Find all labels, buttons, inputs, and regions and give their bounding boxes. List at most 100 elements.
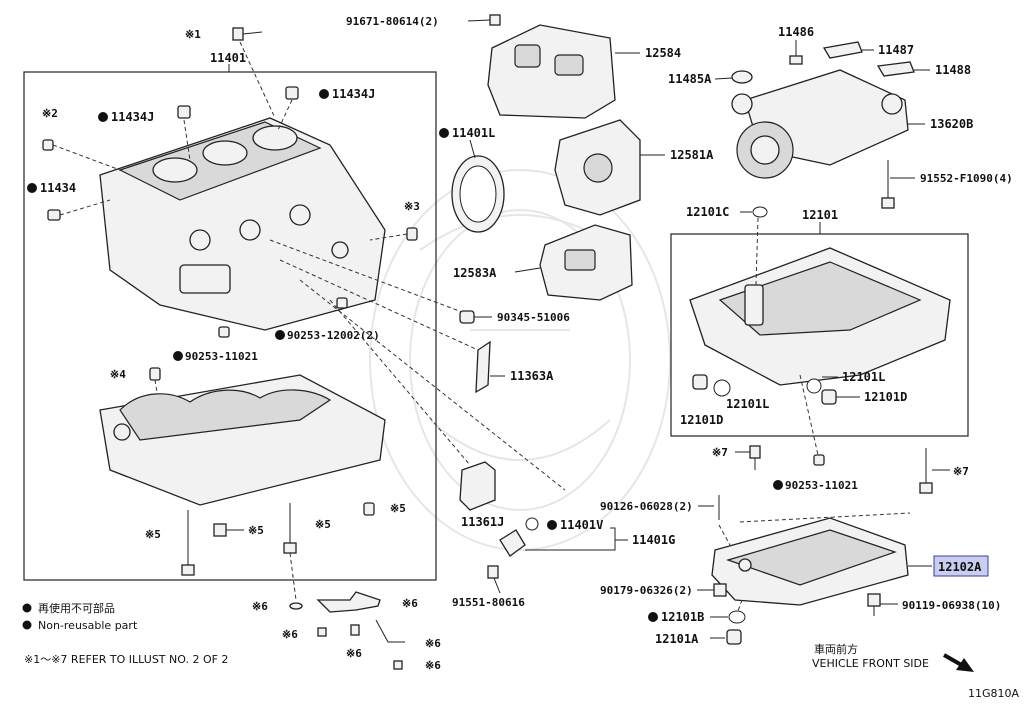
crankcase-lower[interactable]: [99, 374, 386, 506]
label-11434J-top[interactable]: 11434J: [332, 87, 375, 101]
plug-90253-12002[interactable]: [336, 297, 348, 309]
label-90253-12002[interactable]: 90253-12002(2): [287, 329, 380, 342]
label-12101A[interactable]: 12101A: [655, 632, 699, 646]
label-11434J-mid[interactable]: 11434J: [111, 110, 154, 124]
label-12101D-right[interactable]: 12101D: [864, 390, 907, 404]
label-12101D-left[interactable]: 12101D: [680, 413, 723, 427]
label-12101L-right[interactable]: 12101L: [842, 370, 885, 384]
bolt-m1[interactable]: [232, 27, 263, 41]
label-90119[interactable]: 90119-06938(10): [902, 599, 1001, 612]
bolt-m5-short[interactable]: [213, 523, 244, 537]
cover-11361J[interactable]: [459, 461, 496, 511]
oil-pan-upper-12101[interactable]: [689, 247, 951, 386]
label-11486[interactable]: 11486: [778, 25, 814, 39]
plate-11487[interactable]: [822, 41, 863, 59]
gasket-12101L-right[interactable]: [806, 378, 822, 394]
label-12101[interactable]: 12101: [802, 208, 838, 222]
label-91671[interactable]: 91671-80614(2): [346, 15, 439, 28]
oil-jet-tube[interactable]: [375, 619, 405, 643]
oil-pan-upper-group-box: [670, 233, 969, 437]
legend-jp: 再使用不可部品: [38, 601, 115, 615]
gasket-12101L-left[interactable]: [713, 379, 731, 397]
label-11361J[interactable]: 11361J: [461, 515, 504, 529]
mark-m3: ※3: [404, 200, 420, 213]
dowel-m4[interactable]: [149, 367, 161, 381]
highlighted-part-12102A[interactable]: [933, 555, 989, 577]
label-90253-11021-pan[interactable]: 90253-11021: [785, 479, 858, 492]
bolt-m5-long-left[interactable]: [181, 510, 195, 576]
oil-pump-assy-12584[interactable]: [487, 24, 616, 119]
shim-11486[interactable]: [789, 55, 803, 65]
timing-cover-12581A[interactable]: [554, 119, 641, 216]
label-12101B[interactable]: 12101B: [661, 610, 704, 624]
bracket-11363A[interactable]: [475, 340, 491, 394]
dowel-11434J-top[interactable]: [285, 86, 299, 100]
bolt-m6-small[interactable]: [317, 627, 327, 637]
dowel-11434J-mid[interactable]: [177, 105, 191, 119]
dowel-m3[interactable]: [406, 227, 418, 241]
label-90179[interactable]: 90179-06326(2): [600, 584, 693, 597]
washer-11485A[interactable]: [731, 70, 753, 84]
bolt-91551[interactable]: [487, 565, 499, 579]
oil-jet-bracket[interactable]: [316, 591, 381, 613]
mark-m6-b: ※6: [402, 597, 418, 610]
label-11434[interactable]: 11434: [40, 181, 76, 195]
bolt-91552[interactable]: [881, 160, 895, 209]
label-11485A[interactable]: 11485A: [668, 72, 712, 86]
drain-plug-12101A[interactable]: [726, 629, 742, 645]
plate-11488[interactable]: [876, 61, 915, 77]
oil-pressure-switch[interactable]: [499, 517, 539, 557]
label-91551[interactable]: 91551-80616: [452, 596, 525, 609]
bolt-90119[interactable]: [867, 593, 881, 616]
label-12581A[interactable]: 12581A: [670, 148, 714, 162]
plug-90253-11021-pan[interactable]: [813, 454, 825, 466]
oil-pan-lower-12102A[interactable]: [711, 517, 909, 606]
label-11401V[interactable]: 11401V: [560, 518, 603, 532]
mark-m5-c: ※5: [248, 524, 264, 537]
balance-shaft-13620B[interactable]: [731, 69, 909, 179]
label-11487[interactable]: 11487: [878, 43, 914, 57]
bolt-91671[interactable]: [489, 14, 501, 26]
label-12102A[interactable]: 12102A: [938, 560, 982, 574]
plug-90345[interactable]: [459, 310, 475, 324]
plug-90253-11021-block[interactable]: [218, 326, 230, 338]
label-90126[interactable]: 90126-06028(2): [600, 500, 693, 513]
mark-m1: ※1: [185, 28, 201, 41]
gasket-m6[interactable]: [289, 602, 303, 610]
front-label-en: VEHICLE FRONT SIDE: [812, 657, 929, 670]
dowel-11434[interactable]: [47, 209, 61, 221]
label-91552[interactable]: 91552-F1090(4): [920, 172, 1013, 185]
label-12583A[interactable]: 12583A: [453, 266, 497, 280]
oil-seal-11401L[interactable]: [451, 155, 505, 233]
cover-12583A[interactable]: [539, 224, 633, 301]
label-11488[interactable]: 11488: [935, 63, 971, 77]
bolt-m6-vertical[interactable]: [350, 624, 360, 636]
label-11401[interactable]: 11401: [210, 51, 246, 65]
label-11401G[interactable]: 11401G: [632, 533, 675, 547]
gasket-12101B[interactable]: [728, 610, 746, 624]
drain-plug-12101D-left[interactable]: [692, 374, 708, 390]
drain-plug-12101D-right[interactable]: [821, 389, 837, 405]
dowel-m5-crankcase[interactable]: [363, 502, 375, 516]
bolt-m6-bottom[interactable]: [393, 660, 403, 670]
label-11401L[interactable]: 11401L: [452, 126, 495, 140]
dowel-m2[interactable]: [42, 139, 54, 151]
label-13620B[interactable]: 13620B: [930, 117, 973, 131]
label-90345[interactable]: 90345-51006: [497, 311, 570, 324]
gasket-12101C[interactable]: [752, 206, 768, 218]
label-12101C[interactable]: 12101C: [686, 205, 729, 219]
mark-m2: ※2: [42, 107, 58, 120]
bolt-m7-short[interactable]: [749, 445, 761, 470]
label-11363A[interactable]: 11363A: [510, 369, 554, 383]
bolt-m7-long[interactable]: [919, 448, 933, 494]
label-12101L-left[interactable]: 12101L: [726, 397, 769, 411]
label-90253-11021-block[interactable]: 90253-11021: [185, 350, 258, 363]
bolt-m5-long-right[interactable]: [283, 503, 297, 554]
label-12584[interactable]: 12584: [645, 46, 681, 60]
front-arrow-icon: [943, 653, 974, 672]
mark-m6-a: ※6: [252, 600, 268, 613]
cylinder-block-upper[interactable]: [99, 117, 386, 331]
mark-m7-right: ※7: [953, 465, 969, 478]
legend-en: Non-reusable part: [38, 619, 138, 632]
nut-90179[interactable]: [713, 583, 727, 597]
